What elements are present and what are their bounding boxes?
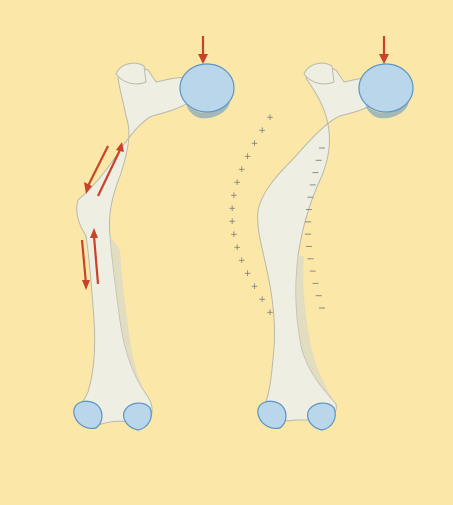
left-femoral-head <box>180 64 234 112</box>
plus-mark: + <box>233 178 241 188</box>
plus-mark: + <box>251 139 259 149</box>
plus-mark: + <box>244 269 252 279</box>
plus-mark: + <box>266 113 274 123</box>
plus-mark: + <box>238 256 246 266</box>
plus-mark: + <box>230 191 238 201</box>
plus-mark: + <box>258 126 266 136</box>
plus-mark: + <box>251 282 259 292</box>
plus-mark: + <box>228 204 236 214</box>
plus-mark: + <box>258 295 266 305</box>
plus-mark: + <box>228 217 236 227</box>
plus-mark: + <box>230 230 238 240</box>
plus-mark: + <box>266 308 274 318</box>
plus-mark: + <box>244 152 252 162</box>
right-femoral-head <box>359 64 413 112</box>
plus-mark: + <box>233 243 241 253</box>
plus-mark: + <box>238 165 246 175</box>
